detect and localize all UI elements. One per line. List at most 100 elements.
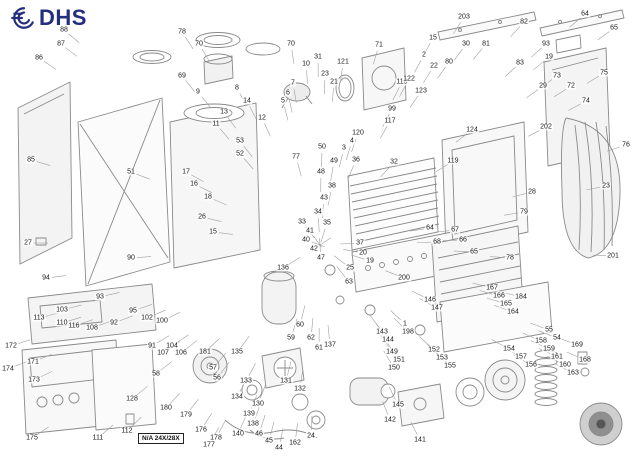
part-number-callout: 76 bbox=[621, 141, 631, 149]
part-number-callout: 107 bbox=[156, 349, 170, 357]
part-number-callout: 80 bbox=[444, 58, 454, 66]
part-number-callout: 56 bbox=[212, 374, 222, 382]
part-number-callout: 15 bbox=[208, 228, 218, 236]
part-number-callout: 133 bbox=[239, 377, 253, 385]
part-number-callout: 6 bbox=[285, 89, 291, 97]
part-number-callout: 7 bbox=[290, 79, 296, 87]
part-number-callout: 173 bbox=[27, 376, 41, 384]
part-number-callout: 121 bbox=[336, 58, 350, 66]
part-number-callout: 49 bbox=[329, 157, 339, 165]
part-number-callout: 44 bbox=[274, 444, 284, 452]
part-number-callout: 92 bbox=[109, 319, 119, 327]
part-number-callout: 72 bbox=[566, 82, 576, 90]
part-number-callout: 58 bbox=[151, 370, 161, 378]
part-number-callout: 23 bbox=[320, 70, 330, 78]
part-number-callout: 161 bbox=[550, 353, 564, 361]
part-number-callout: 59 bbox=[286, 334, 296, 342]
part-number-callout: 68 bbox=[432, 238, 442, 246]
part-number-callout: 54 bbox=[552, 334, 562, 342]
part-number-callout: 30 bbox=[461, 40, 471, 48]
part-number-callout: 169 bbox=[570, 341, 584, 349]
part-number-callout: 47 bbox=[316, 254, 326, 262]
part-number-callout: 184 bbox=[514, 293, 528, 301]
part-number-callout: 3 bbox=[341, 144, 347, 152]
part-number-callout: 69 bbox=[177, 72, 187, 80]
part-number-callout: 131 bbox=[279, 377, 293, 385]
part-number-callout: 75 bbox=[599, 69, 609, 77]
part-number-callout: 37 bbox=[355, 239, 365, 247]
part-number-callout: 134 bbox=[230, 393, 244, 401]
part-number-callout: 152 bbox=[427, 346, 441, 354]
part-number-callout: 10 bbox=[301, 60, 311, 68]
part-number-callout: 113 bbox=[32, 314, 46, 322]
part-number-callout: 175 bbox=[25, 434, 39, 442]
part-number-callout: 27 bbox=[23, 239, 33, 247]
part-number-callout: 5 bbox=[280, 97, 286, 105]
part-number-callout: 83 bbox=[515, 59, 525, 67]
part-number-callout: 103 bbox=[55, 306, 69, 314]
part-number-callout: 57 bbox=[208, 364, 218, 372]
part-number-callout: 1 bbox=[402, 320, 408, 328]
part-number-callout: 156 bbox=[524, 361, 538, 369]
part-number-callout: 43 bbox=[319, 194, 329, 202]
part-number-callout: 100 bbox=[155, 317, 169, 325]
availability-note: N/A 24X/28X bbox=[138, 433, 184, 444]
part-number-callout: 158 bbox=[534, 337, 548, 345]
part-number-callout: 153 bbox=[435, 354, 449, 362]
part-number-callout: 181 bbox=[198, 348, 212, 356]
part-number-callout: 78 bbox=[177, 28, 187, 36]
dhs-logo-icon bbox=[11, 7, 34, 29]
part-number-callout: 108 bbox=[85, 324, 99, 332]
part-number-callout: 64 bbox=[580, 10, 590, 18]
part-number-callout: 15 bbox=[428, 34, 438, 42]
part-number-callout: 142 bbox=[383, 416, 397, 424]
part-number-callout: 73 bbox=[552, 72, 562, 80]
combustion-chamber bbox=[441, 121, 529, 251]
part-number-callout: 63 bbox=[344, 278, 354, 286]
part-number-callout: 19 bbox=[544, 53, 554, 61]
part-number-callout: 2 bbox=[421, 51, 427, 59]
part-number-callout: 159 bbox=[542, 345, 556, 353]
part-number-callout: 79 bbox=[519, 208, 529, 216]
part-number-callout: 48 bbox=[316, 168, 326, 176]
part-number-callout: 35 bbox=[322, 219, 332, 227]
part-number-callout: 94 bbox=[41, 274, 51, 282]
part-number-callout: 55 bbox=[544, 326, 554, 334]
part-number-callout: 136 bbox=[276, 264, 290, 272]
part-number-callout: 165 bbox=[499, 300, 513, 308]
part-number-callout: 50 bbox=[317, 143, 327, 151]
part-number-callout: 26 bbox=[197, 213, 207, 221]
part-number-callout: 139 bbox=[242, 410, 256, 418]
part-number-callout: 20 bbox=[358, 249, 368, 257]
part-number-callout: 140 bbox=[231, 430, 245, 438]
part-number-callout: 25 bbox=[345, 264, 355, 272]
part-number-callout: 21 bbox=[329, 78, 339, 86]
part-number-callout: 70 bbox=[194, 40, 204, 48]
part-number-callout: 163 bbox=[566, 369, 580, 377]
part-number-callout: 9 bbox=[195, 88, 201, 96]
part-number-callout: 176 bbox=[194, 426, 208, 434]
part-number-callout: 14 bbox=[242, 97, 252, 105]
part-number-callout: 29 bbox=[538, 82, 548, 90]
part-number-callout: 34 bbox=[313, 208, 323, 216]
part-number-callout: 61 bbox=[314, 344, 324, 352]
part-number-callout: 88 bbox=[59, 26, 69, 34]
part-number-callout: 93 bbox=[95, 293, 105, 301]
part-number-callout: 66 bbox=[458, 236, 468, 244]
part-number-callout: 106 bbox=[174, 349, 188, 357]
part-number-callout: 16 bbox=[189, 180, 199, 188]
expansion-vessel bbox=[261, 264, 426, 336]
part-number-callout: 45 bbox=[264, 437, 274, 445]
clamp-and-spring-kit bbox=[484, 350, 590, 406]
part-number-callout: 65 bbox=[469, 248, 479, 256]
control-panel bbox=[21, 283, 157, 435]
part-number-callout: 116 bbox=[67, 322, 81, 330]
part-number-callout: 95 bbox=[128, 307, 138, 315]
part-number-callout: 51 bbox=[126, 168, 136, 176]
part-number-callout: 141 bbox=[413, 436, 427, 444]
part-number-callout: 90 bbox=[126, 254, 136, 262]
part-number-callout: 157 bbox=[514, 353, 528, 361]
part-number-callout: 42 bbox=[309, 245, 319, 253]
part-number-callout: 41 bbox=[305, 227, 315, 235]
